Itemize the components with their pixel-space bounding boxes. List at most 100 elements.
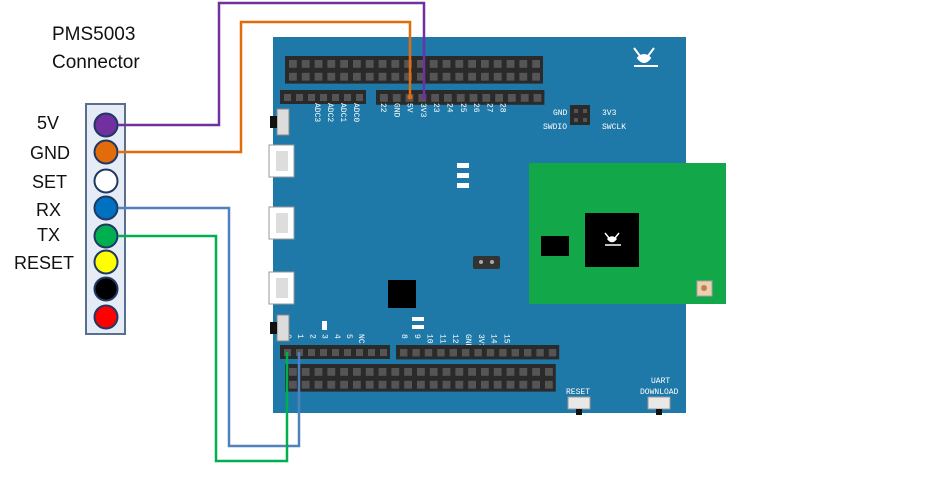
header-pin-label: 1 — [295, 334, 304, 339]
connector-pin — [93, 304, 119, 330]
connector-title-line1: PMS5003 — [52, 24, 136, 45]
adc-header — [280, 90, 366, 104]
header-pin — [284, 94, 291, 101]
led-1 — [457, 163, 469, 168]
header-pin — [314, 368, 323, 376]
header-pin — [417, 60, 425, 68]
header-pin — [417, 368, 425, 376]
header-pin — [378, 60, 387, 68]
header-pin — [442, 72, 451, 81]
pin-label-reset: RESET — [14, 253, 75, 273]
header-pin — [391, 380, 400, 389]
header-pin — [442, 368, 451, 376]
header-pin — [532, 368, 540, 376]
header-pin — [301, 72, 310, 81]
connector-pin — [93, 168, 119, 194]
pin-label-rx: RX — [36, 200, 62, 220]
header-pin — [536, 349, 544, 357]
header-pin — [482, 94, 491, 102]
header-pin — [493, 60, 502, 68]
header-pin-label: 2 — [307, 334, 316, 339]
header-pin — [455, 368, 464, 376]
small-white-1 — [322, 321, 327, 330]
usb-port-1 — [268, 144, 295, 178]
header-pin — [356, 94, 363, 101]
header-pin — [574, 109, 578, 113]
header-pin-label: 12 — [450, 334, 459, 344]
bottom-header-short — [280, 345, 390, 359]
header-pin — [353, 380, 361, 389]
header-pin — [404, 368, 412, 376]
header-pin — [365, 380, 374, 389]
header-pin — [455, 72, 464, 81]
header-pin — [455, 380, 464, 389]
header-pin — [392, 94, 401, 102]
header-pin — [344, 94, 351, 101]
header-pin — [404, 60, 412, 68]
header-pin — [468, 60, 476, 68]
header-pin-label: NC — [356, 334, 365, 344]
header-pin — [308, 349, 315, 356]
module-small-chip — [541, 236, 569, 256]
header-pin-label: 27 — [484, 103, 493, 113]
header-pin — [437, 349, 445, 357]
header-pin — [365, 72, 374, 81]
header-pin — [511, 349, 519, 357]
reset-button[interactable] — [567, 396, 591, 410]
connector-title-line2: Connector — [52, 52, 140, 73]
header-pin-label: 25 — [458, 103, 467, 113]
header-pin — [532, 72, 540, 81]
uart-download-button[interactable] — [647, 396, 671, 410]
header-pin — [404, 380, 412, 389]
header-pin — [308, 94, 315, 101]
connector-pins — [93, 112, 119, 330]
header-pin — [474, 349, 482, 357]
header-pin — [456, 94, 465, 102]
header-pin — [327, 60, 336, 68]
header-pin — [404, 72, 412, 81]
header-pin — [468, 380, 476, 389]
connector-pin — [93, 223, 119, 249]
header-pin — [314, 72, 323, 81]
pin-label-gnd: GND — [30, 143, 70, 163]
led-3 — [457, 183, 469, 188]
wire-end-5v — [421, 94, 427, 100]
header-pin-label: 10 — [425, 334, 434, 344]
connector-pin — [93, 112, 119, 138]
header-pin — [444, 94, 452, 102]
header-pin — [519, 380, 528, 389]
header-pin-label: 23 — [431, 103, 440, 113]
wire-tx — [118, 234, 289, 463]
header-pin — [391, 72, 400, 81]
header-pin — [417, 380, 425, 389]
header-pin — [340, 72, 348, 81]
header-pin — [506, 60, 515, 68]
header-pin-label: 15 — [501, 334, 510, 344]
header-pin — [314, 380, 323, 389]
header-pin-label: 9 — [412, 334, 421, 339]
wire-rx — [118, 206, 301, 448]
header-pin — [391, 368, 400, 376]
small-white-2 — [412, 317, 424, 321]
header-pin-label: 14 — [489, 334, 498, 344]
header-pin-label: GND — [391, 103, 400, 118]
header-pin — [574, 118, 578, 122]
chip — [388, 280, 416, 308]
header-pin — [583, 109, 587, 113]
header-pin — [365, 60, 374, 68]
header-pin — [417, 72, 425, 81]
wire-5v — [118, 1, 426, 127]
header-pin-label: 5V — [405, 103, 414, 113]
header-pin — [533, 94, 542, 102]
header-pin — [327, 368, 336, 376]
header-pin — [429, 368, 438, 376]
header-pin — [320, 349, 327, 356]
header-pin — [493, 380, 502, 389]
header-pin — [469, 94, 478, 102]
header-pin — [532, 60, 540, 68]
header-pin — [455, 60, 464, 68]
header-pin — [481, 60, 489, 68]
connector-pin — [93, 139, 119, 165]
header-pin-label: ADC3 — [312, 103, 321, 122]
